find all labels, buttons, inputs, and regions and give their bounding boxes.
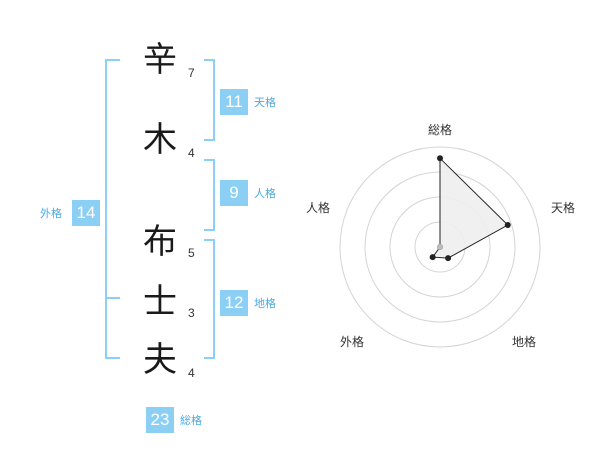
jinkaku-label: 人格 [254,187,276,200]
stroke-count-2: 4 [188,146,195,160]
name-char-1: 辛 [143,40,177,80]
name-char-4: 士 [143,282,177,322]
tenkaku-value-badge: 11 [220,89,248,115]
stroke-count-4: 3 [188,306,195,320]
radar-axis-label-soukaku: 総格 [428,122,452,137]
radar-center-dot [437,244,443,250]
tenkaku-label: 天格 [254,96,276,109]
outer-bracket [105,59,120,359]
stroke-count-3: 5 [188,246,195,260]
radar-point-chikaku [445,255,452,262]
gaikaku-label: 外格 [40,207,62,220]
radar-point-tenkaku [504,221,511,228]
chikaku-bracket [204,239,215,359]
radar-axis-label-gaikaku: 外格 [340,334,364,349]
radar-point-soukaku [437,155,443,162]
name-char-5: 夫 [143,340,177,380]
tenkaku-bracket [204,59,215,141]
stroke-count-1: 7 [188,66,195,80]
radar-axis-label-chikaku: 地格 [512,334,536,349]
stroke-count-5: 4 [188,366,195,380]
radar-point-gaikaku [429,254,436,261]
radar-ring [339,146,541,348]
jinkaku-value-badge: 9 [220,180,248,206]
radar-axis-label-tenkaku: 天格 [551,200,575,215]
radar-shape [431,157,509,259]
name-char-3: 布 [143,222,177,262]
chikaku-label: 地格 [254,297,276,310]
gaikaku-value-badge: 14 [72,200,100,226]
soukaku-label: 総格 [180,414,202,427]
name-char-2: 木 [143,120,177,160]
soukaku-value-badge: 23 [146,407,174,433]
radar-axis-label-jinkaku: 人格 [306,200,330,215]
chikaku-value-badge: 12 [220,290,248,316]
jinkaku-bracket [204,159,215,231]
